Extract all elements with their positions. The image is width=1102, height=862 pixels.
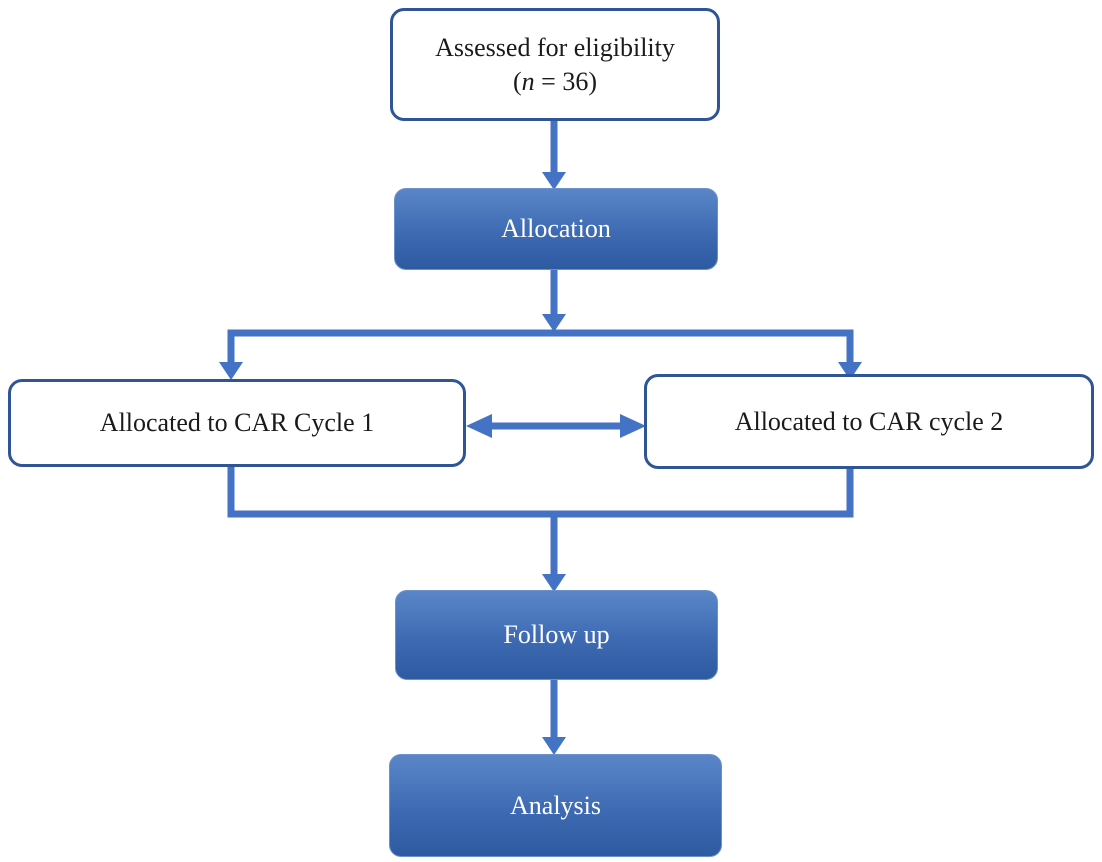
node-cycle2: Allocated to CAR cycle 2 xyxy=(644,374,1094,469)
count-value: = 36) xyxy=(534,66,597,96)
count-variable: n xyxy=(521,66,535,96)
arrowhead-to-analysis xyxy=(542,737,566,755)
eligibility-label: Assessed for eligibility xyxy=(435,32,675,62)
node-eligibility: Assessed for eligibility (n = 36) xyxy=(390,8,720,121)
eligibility-count: (n = 36) xyxy=(513,65,597,99)
arrowhead-to-cycle2 xyxy=(838,362,862,380)
arrowhead-exchange-right xyxy=(620,414,646,438)
arrowhead-to-followup xyxy=(542,574,566,592)
node-cycle1: Allocated to CAR Cycle 1 xyxy=(8,379,466,467)
connector-merge-branches xyxy=(227,466,854,518)
node-followup: Follow up xyxy=(395,590,718,680)
arrowhead-to-cycle1 xyxy=(219,362,243,380)
allocation-label: Allocation xyxy=(501,214,611,243)
node-allocation: Allocation xyxy=(394,188,718,270)
cycle1-label: Allocated to CAR Cycle 1 xyxy=(99,408,375,437)
connector-split-branches xyxy=(227,329,854,368)
analysis-label: Analysis xyxy=(510,790,601,820)
arrowhead-to-allocation xyxy=(542,172,566,190)
cycle2-label: Allocated to CAR cycle 2 xyxy=(734,406,1004,436)
node-analysis: Analysis xyxy=(389,754,722,857)
count-open: ( xyxy=(513,66,522,96)
followup-label: Follow up xyxy=(503,620,610,649)
arrowhead-split xyxy=(542,314,566,332)
arrowhead-exchange-left xyxy=(466,414,492,438)
